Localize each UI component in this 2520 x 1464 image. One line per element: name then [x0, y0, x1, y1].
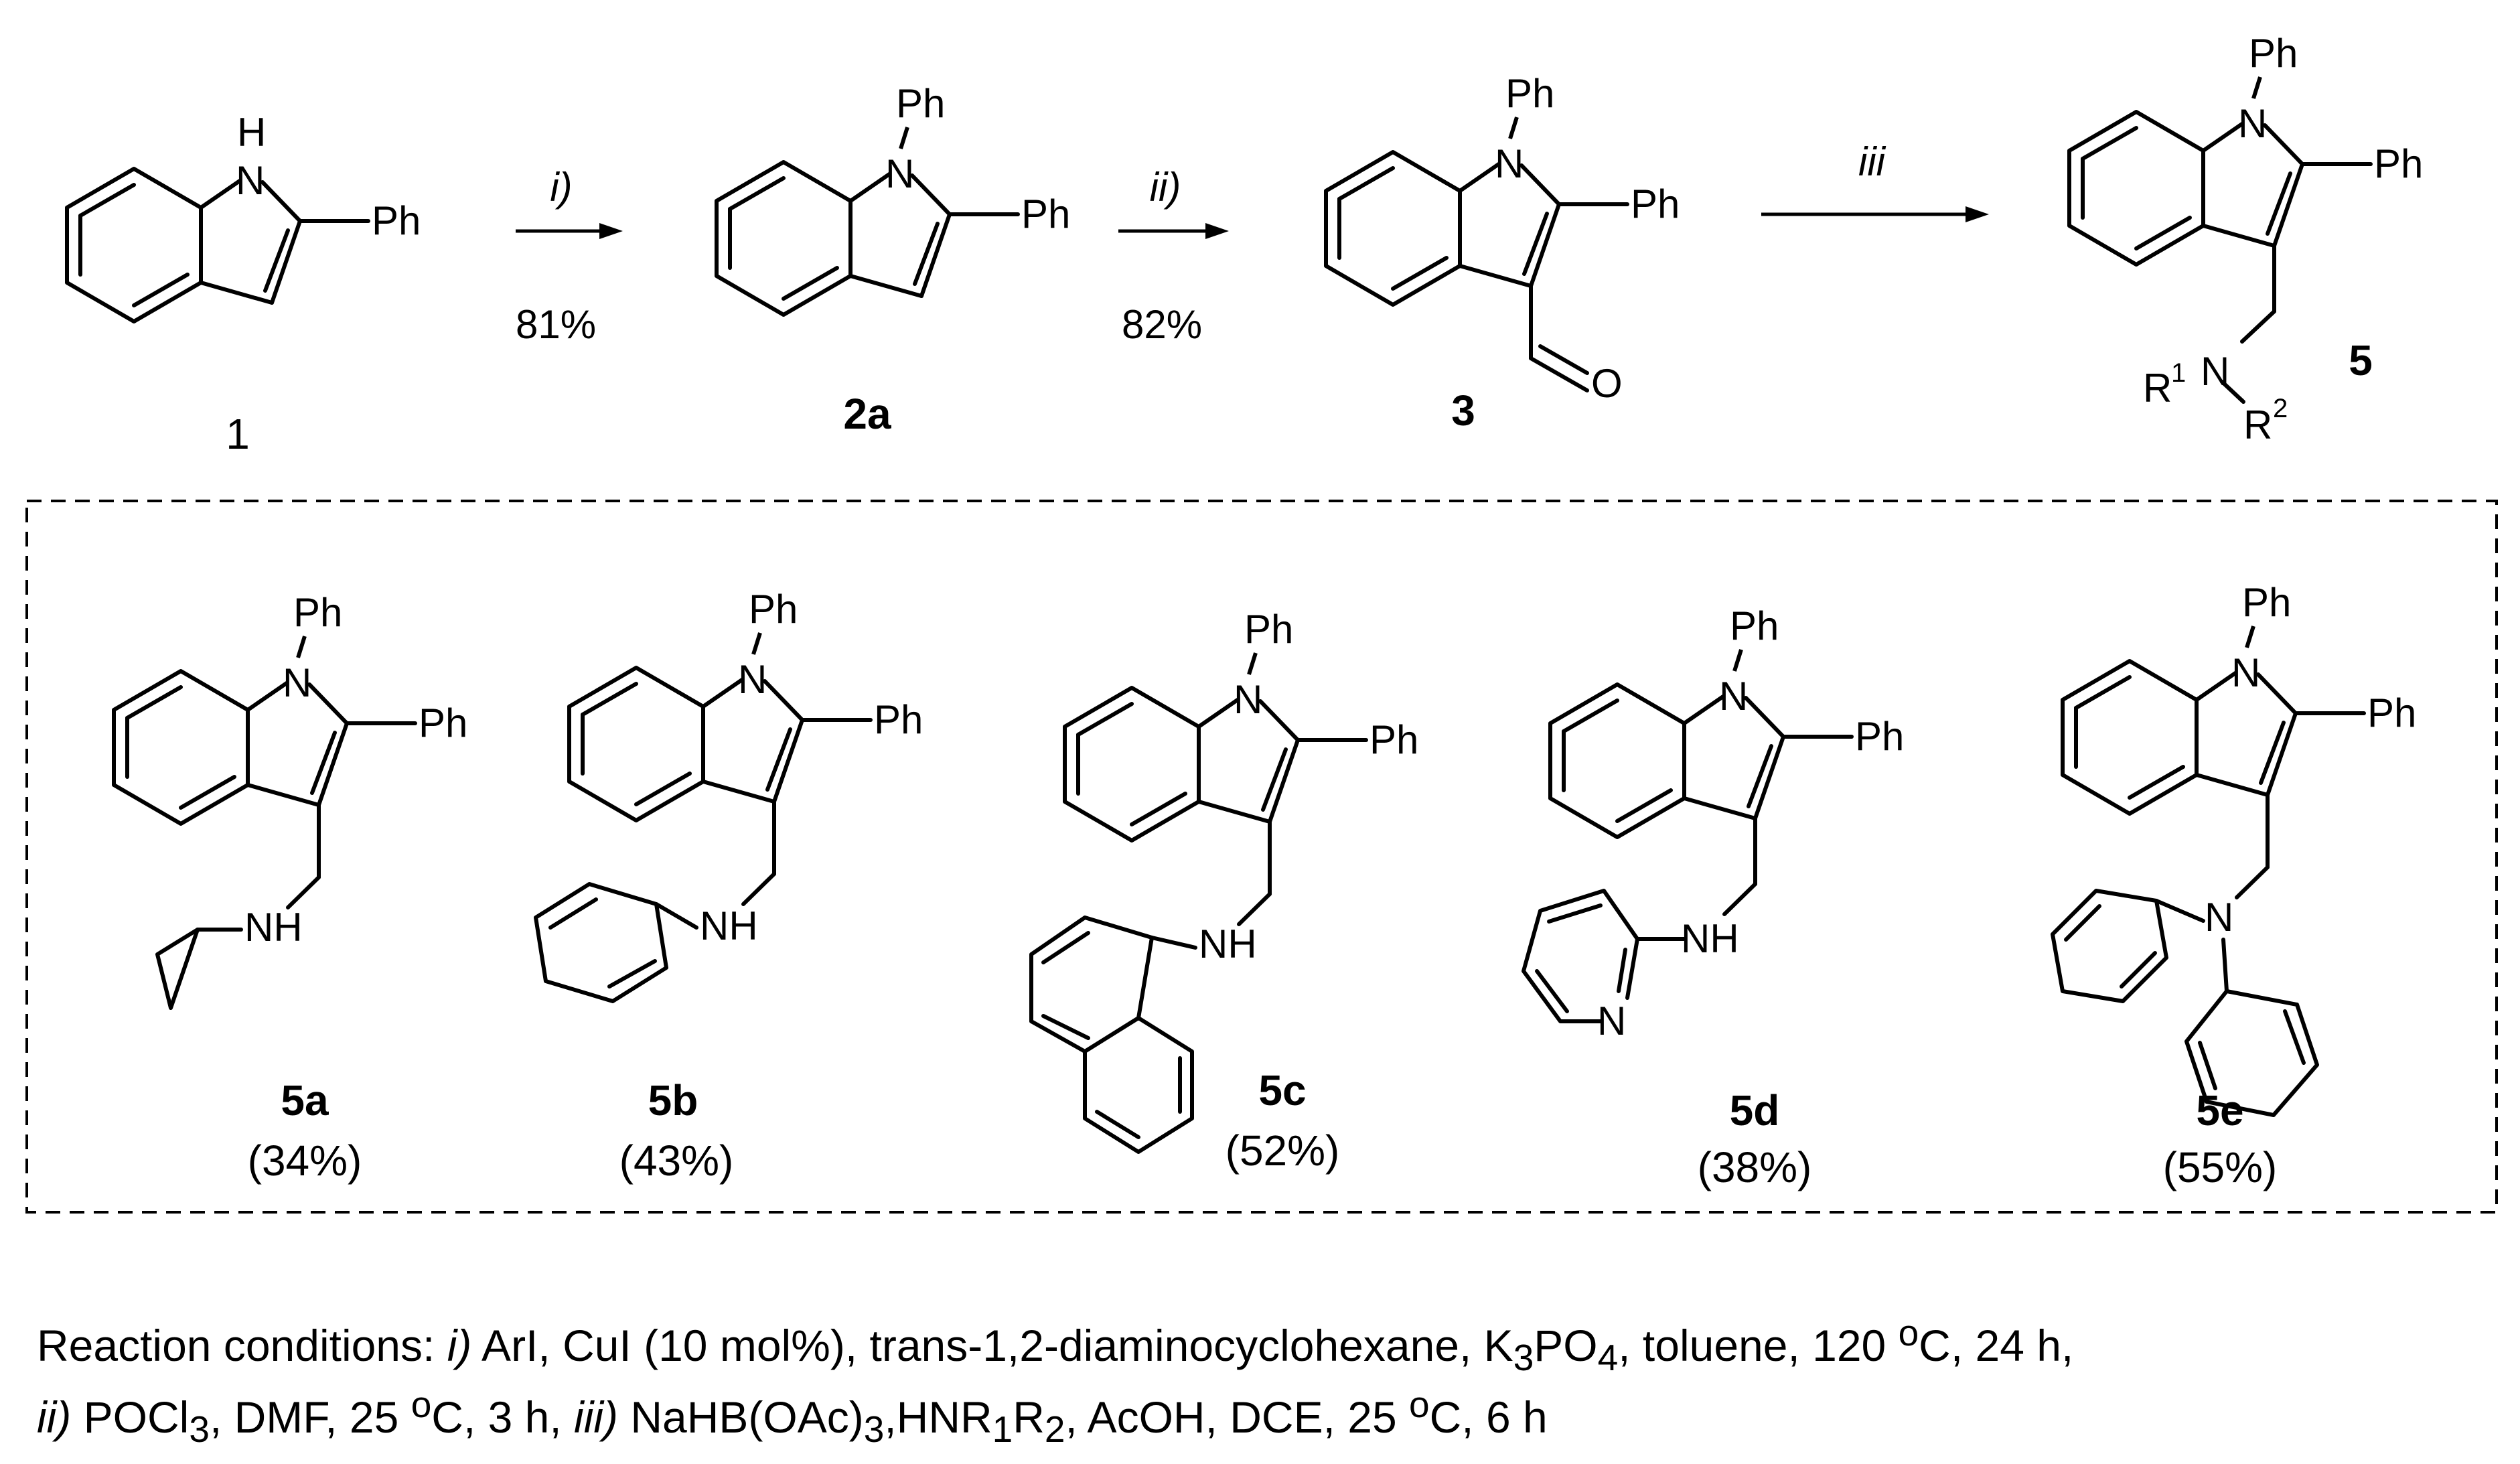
atom-ph: Ph [749, 587, 798, 632]
conditions-text: , AcOH, DCE, 25 [1065, 1392, 1410, 1442]
atom-nh: NH [700, 903, 758, 948]
step-label-ii: ii) [1150, 165, 1181, 210]
compound-3: N Ph Ph O [1326, 71, 1680, 406]
conditions-sub: 3 [1513, 1337, 1534, 1379]
conditions-text: POCl [71, 1392, 190, 1442]
compound-label-1: 1 [226, 410, 250, 458]
atom-n: N [2231, 650, 2260, 695]
arrow-step-iii [1761, 206, 1989, 222]
atom-nh: NH [1681, 916, 1739, 961]
atom-h: H [237, 110, 266, 155]
product-label-5d: 5d [1730, 1086, 1780, 1134]
atom-r2: R [2243, 402, 2272, 447]
arrow-step-i [516, 223, 623, 239]
compound-2a: N Ph Ph [717, 81, 1070, 315]
conditions-line-2: ii) POCl3, DMF, 25 oC, 3 h, iii) NaHB(OA… [37, 1383, 1548, 1451]
compound-label-5: 5 [2349, 336, 2373, 384]
conditions-sub: 1 [992, 1408, 1013, 1451]
conditions-step-i-label: i) [447, 1321, 472, 1370]
conditions-step-iii-label: iii) [574, 1392, 619, 1442]
compound-label-2a: 2a [843, 390, 891, 438]
compound-5: N Ph Ph N R 1 R 2 [2069, 31, 2423, 447]
compound-label-3: 3 [1451, 386, 1475, 435]
step-yield-ii: 82% [1122, 302, 1202, 347]
atom-n: N [2238, 101, 2267, 146]
step-label-i: i) [550, 165, 572, 210]
conditions-intro: Reaction conditions: [37, 1321, 447, 1370]
atom-n: N [738, 657, 767, 702]
conditions-text: , DMF, 25 [209, 1392, 411, 1442]
conditions-text: C, 24 h, [1919, 1321, 2074, 1370]
atom-nh: NH [1199, 922, 1257, 966]
product-yield-5d: (38%) [1698, 1143, 1812, 1191]
atom-n: N [283, 660, 311, 705]
atom-ph: Ph [1021, 192, 1070, 236]
product-yield-5e: (55%) [2163, 1143, 2278, 1191]
conditions-sup: o [1898, 1312, 1919, 1353]
atom-ph: Ph [2367, 690, 2416, 735]
conditions-sub: 3 [863, 1408, 885, 1451]
atom-ph: Ph [293, 590, 342, 635]
conditions-text: PO [1534, 1321, 1598, 1370]
atom-n: N [1719, 674, 1748, 719]
product-5e: N Ph Ph N [2051, 580, 2416, 1117]
product-yield-5a: (34%) [248, 1137, 362, 1185]
atom-ph: Ph [1244, 607, 1293, 652]
product-5d: N Ph Ph NH N [1522, 603, 1904, 1043]
conditions-sup: o [1409, 1384, 1430, 1425]
arrow-step-ii [1118, 223, 1229, 239]
conditions-text: ,HNR [884, 1392, 992, 1442]
atom-ph: Ph [1369, 717, 1418, 762]
conditions-text: C, 3 h, [431, 1392, 575, 1442]
step-yield-i: 81% [516, 302, 596, 347]
atom-ph: Ph [372, 198, 421, 243]
product-label-5e: 5e [2196, 1086, 2243, 1134]
atom-n: N [885, 151, 914, 196]
product-5a: N Ph Ph NH [114, 590, 467, 1010]
atom-ph: Ph [2374, 141, 2423, 186]
atom-o: O [1591, 361, 1623, 406]
conditions-sub: 4 [1597, 1337, 1619, 1379]
conditions-line-1: Reaction conditions: i) ArI, CuI (10 mol… [37, 1311, 2073, 1379]
atom-ph: Ph [896, 81, 945, 126]
atom-ph: Ph [2249, 31, 2298, 76]
atom-ph: Ph [419, 701, 467, 745]
conditions-text: , toluene, 120 [1618, 1321, 1899, 1370]
atom-r2-sup: 2 [2273, 394, 2288, 423]
atom-ph: Ph [1505, 71, 1554, 116]
conditions-sub: 2 [1044, 1408, 1065, 1451]
conditions-sub: 3 [189, 1408, 210, 1451]
atom-n: N [1234, 677, 1262, 722]
conditions-text: NaHB(OAc) [618, 1392, 864, 1442]
atom-r1-sup: 1 [2171, 358, 2186, 388]
step-label-iii: iii [1858, 139, 1886, 184]
product-box [25, 500, 2498, 1214]
product-label-5a: 5a [281, 1076, 329, 1124]
atom-n: N [1597, 999, 1626, 1043]
conditions-text: ArI, CuI (10 mol%), trans-1,2-diaminocyc… [471, 1321, 1513, 1370]
atom-r1: R [2143, 366, 2172, 411]
atom-n: N [2201, 349, 2229, 394]
product-5b: N Ph Ph NH [534, 587, 923, 1003]
atom-ph: Ph [1855, 714, 1904, 759]
compound-1: N H Ph [67, 110, 421, 321]
conditions-sup: o [411, 1384, 432, 1425]
atom-ph: Ph [2242, 580, 2291, 625]
conditions-text: C, 6 h [1429, 1392, 1548, 1442]
product-label-5c: 5c [1258, 1066, 1306, 1114]
atom-ph: Ph [1730, 603, 1779, 648]
product-5c: N Ph Ph NH [1029, 607, 1418, 1154]
conditions-text: R [1013, 1392, 1045, 1442]
atom-nh: NH [244, 905, 303, 950]
product-yield-5c: (52%) [1226, 1126, 1340, 1175]
atom-ph: Ph [874, 697, 923, 742]
atom-n: N [1495, 141, 1524, 186]
atom-ph: Ph [1631, 181, 1680, 226]
product-yield-5b: (43%) [619, 1137, 734, 1185]
atom-n: N [2205, 895, 2233, 940]
conditions-step-ii-label: ii) [37, 1392, 72, 1442]
product-label-5b: 5b [648, 1076, 698, 1124]
atom-n: N [236, 158, 265, 203]
